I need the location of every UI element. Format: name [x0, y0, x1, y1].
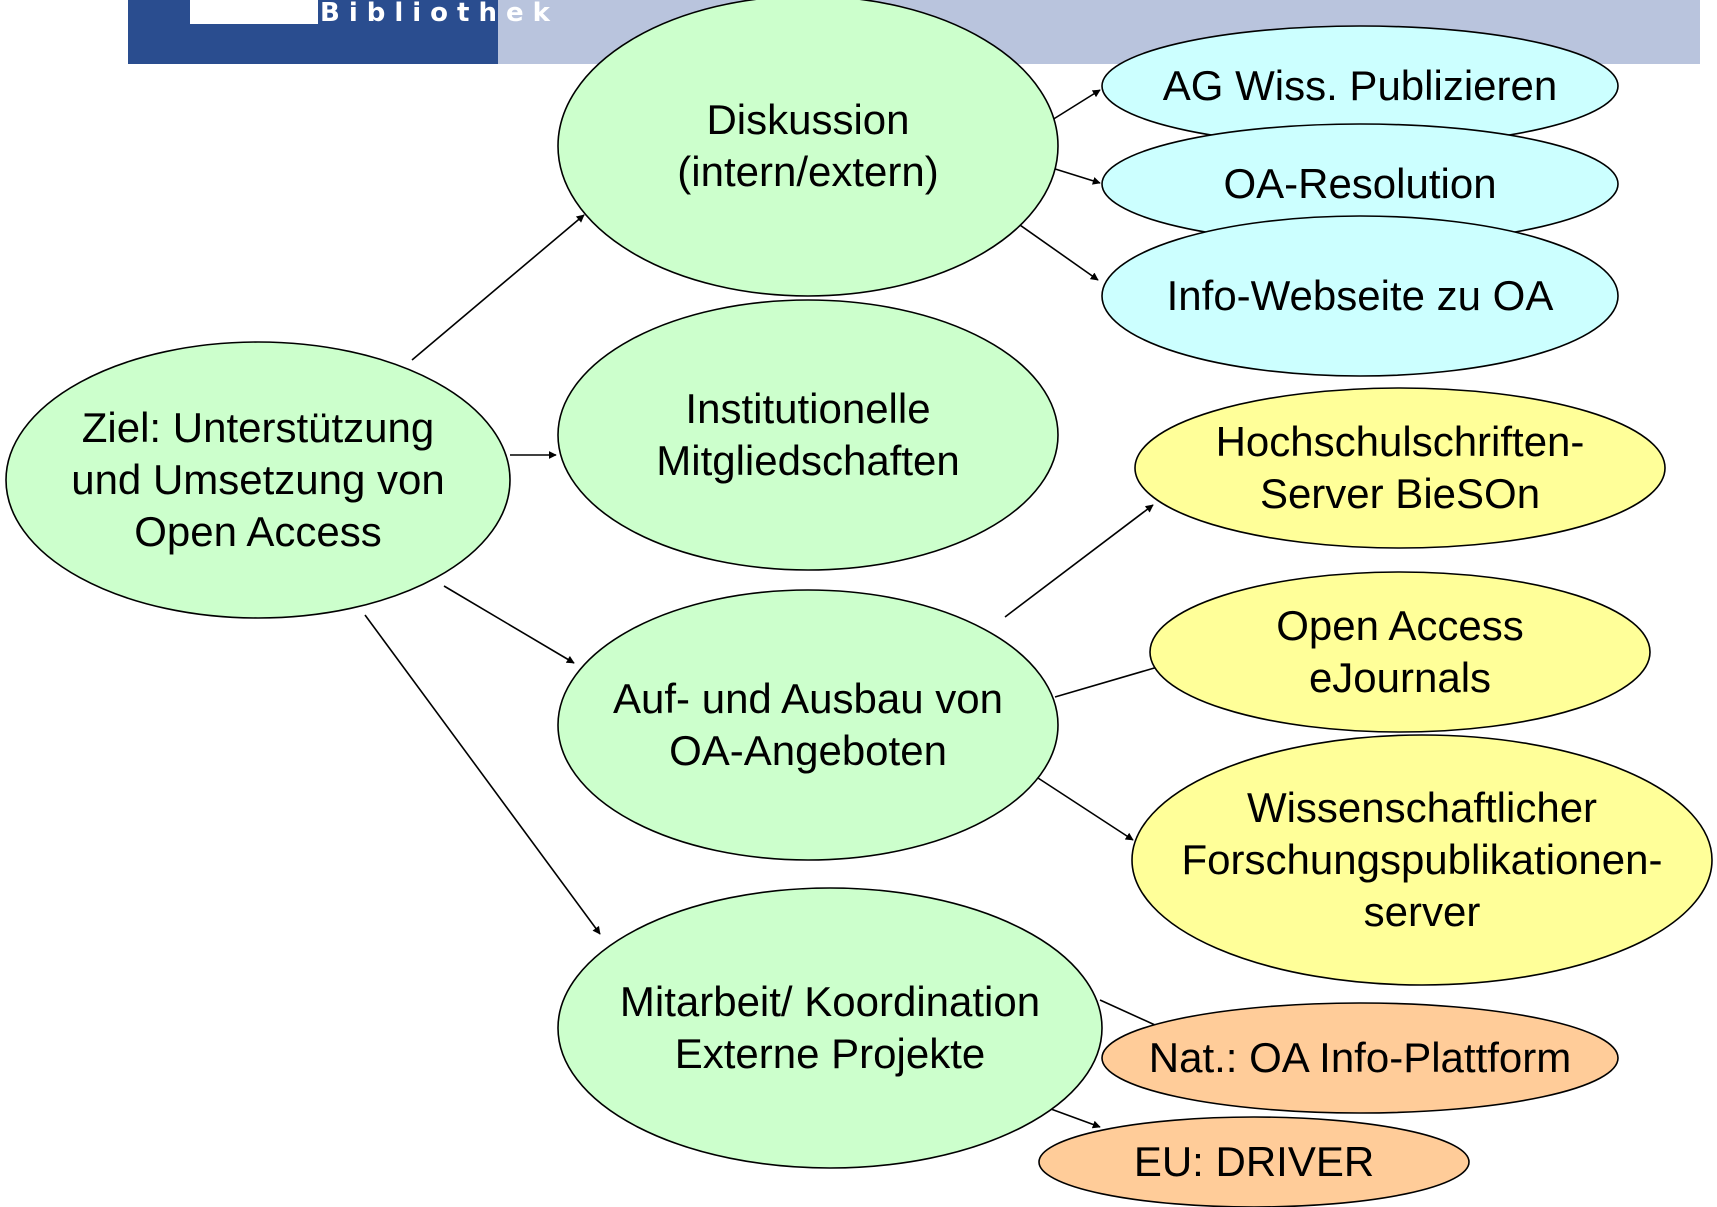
webseite-label-line: Info-Webseite zu OA [1167, 272, 1554, 319]
node-diskussion-label: Diskussion (intern/extern) [677, 96, 938, 195]
edge-ziel-diskussion [411, 214, 585, 361]
forschung-label-line: Forschungspublikationen- [1182, 836, 1663, 883]
node-webseite: Info-Webseite zu OA [1101, 215, 1619, 377]
node-diskussion: Diskussion (intern/extern) [557, 0, 1059, 297]
ausbau-label-line: Auf- und Ausbau von [613, 675, 1003, 722]
logo-text: Bibliothek [320, 0, 559, 28]
node-ejournals-label: Open Access eJournals [1276, 602, 1523, 701]
mitarbeit-label-line: Externe Projekte [675, 1030, 986, 1077]
node-driver: EU: DRIVER [1038, 1116, 1470, 1207]
logo-emblem-icon [188, 0, 320, 26]
edge-diskussion-ag [1051, 89, 1101, 121]
node-ejournals: Open Access eJournals [1149, 571, 1651, 733]
node-plattform-label: Nat.: OA Info-Plattform [1149, 1034, 1571, 1081]
ejournals-label-line: eJournals [1309, 654, 1491, 701]
ziel-label-line: Open Access [134, 508, 381, 555]
ejournals-label-line: Open Access [1276, 602, 1523, 649]
edge-diskussion-resolution [1051, 167, 1101, 185]
plattform-label-line: Nat.: OA Info-Plattform [1149, 1034, 1571, 1081]
diskussion-label-line: Diskussion [706, 96, 909, 143]
node-plattform: Nat.: OA Info-Plattform [1101, 1002, 1619, 1114]
library-logo: Bibliothek [128, 0, 550, 64]
resolution-label-line: OA-Resolution [1223, 160, 1496, 207]
mitglied-label-line: Mitgliedschaften [656, 437, 960, 484]
edge-ausbau-forschung [1037, 777, 1134, 841]
edge-ziel-ausbau [443, 585, 575, 664]
diskussion-label-line: (intern/extern) [677, 148, 938, 195]
node-webseite-label: Info-Webseite zu OA [1167, 272, 1554, 319]
node-driver-label: EU: DRIVER [1134, 1138, 1374, 1185]
edge-ausbau-bieson [1004, 504, 1154, 618]
edge-diskussion-webseite [1009, 217, 1099, 281]
bieson-label-line: Server BieSOn [1260, 470, 1540, 517]
mitarbeit-label-line: Mitarbeit/ Koordination [620, 978, 1040, 1025]
edges [364, 89, 1169, 1129]
ziel-label-line: und Umsetzung von [71, 456, 445, 503]
node-resolution-label: OA-Resolution [1223, 160, 1496, 207]
ausbau-label-line: OA-Angeboten [669, 727, 947, 774]
ag-label-line: AG Wiss. Publizieren [1163, 62, 1557, 109]
node-bieson: Hochschulschriften- Server BieSOn [1134, 387, 1666, 549]
forschung-label-line: server [1364, 888, 1481, 935]
edge-ausbau-ejournals [1054, 662, 1169, 698]
node-ag: AG Wiss. Publizieren [1101, 25, 1619, 147]
node-bieson-label: Hochschulschriften- Server BieSOn [1216, 418, 1585, 517]
mitglied-label-line: Institutionelle [685, 385, 930, 432]
forschung-label-line: Wissenschaftlicher [1247, 784, 1597, 831]
bieson-label-line: Hochschulschriften- [1216, 418, 1585, 465]
driver-label-line: EU: DRIVER [1134, 1138, 1374, 1185]
edge-ziel-mitarbeit [364, 614, 601, 935]
node-ag-label: AG Wiss. Publizieren [1163, 62, 1557, 109]
ziel-label-line: Ziel: Unterstützung [82, 404, 435, 451]
